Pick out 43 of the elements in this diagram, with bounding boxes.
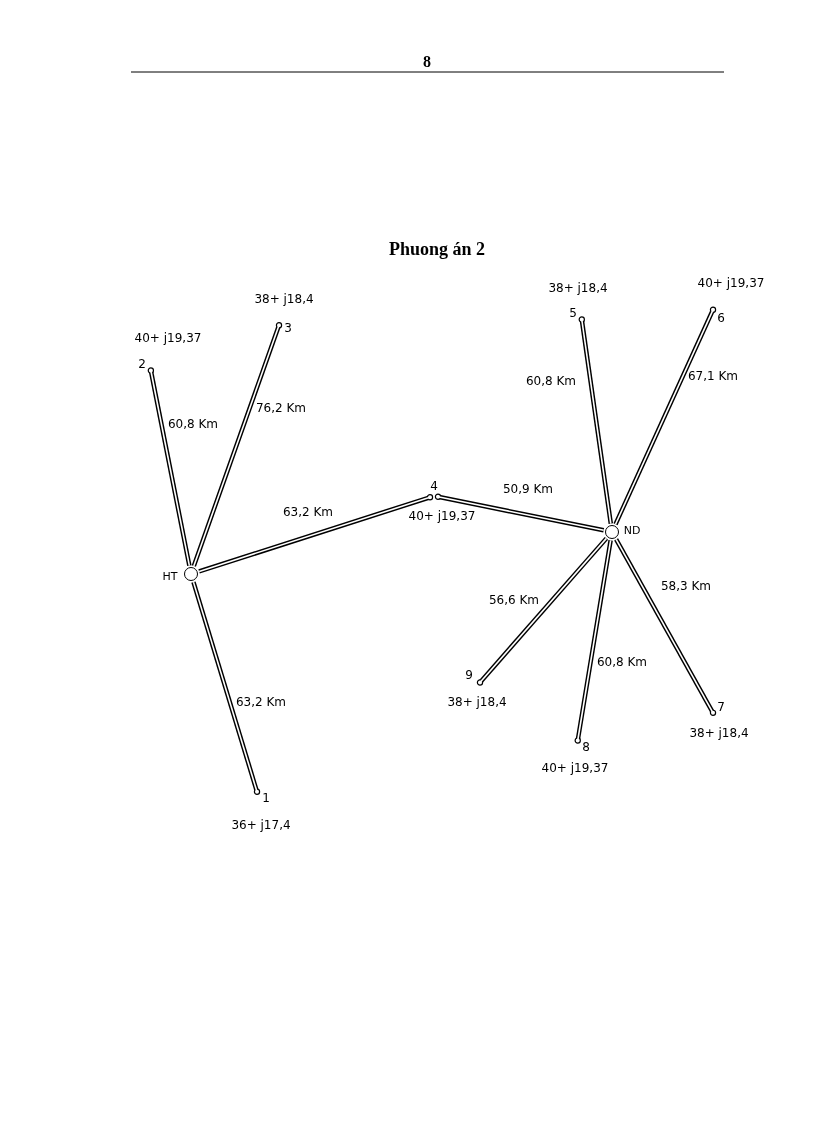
- node-number: 9: [465, 668, 480, 691]
- double-line: [191, 322, 283, 567]
- load-value: 38+ j18,4: [254, 292, 314, 306]
- node-number: 2: [138, 347, 151, 371]
- load-value: 40+ j19,37: [541, 761, 609, 775]
- double-line: [198, 494, 434, 574]
- load-value: 40+ j19,37: [697, 276, 765, 290]
- double-line: [434, 493, 605, 533]
- node-number: 6: [713, 297, 725, 325]
- load-value: 38+ j18,4: [447, 695, 507, 709]
- bus-circle: [605, 525, 619, 539]
- load-value: 36+ j17,4: [231, 818, 291, 832]
- node-number: 7: [713, 700, 725, 724]
- node-number: 1: [257, 791, 270, 809]
- edge-label: 60,8 Km: [596, 655, 648, 669]
- bus-circle: [184, 567, 198, 581]
- edge-label: 60,8 Km: [167, 417, 219, 431]
- node-number: 5: [569, 296, 583, 320]
- edge-label: 50,9 Km: [502, 482, 554, 496]
- double-line: [191, 581, 261, 795]
- edge-label: 67,1 Km: [687, 369, 739, 383]
- node-number: 3: [279, 310, 292, 335]
- edge-label: 60,8 Km: [525, 374, 577, 388]
- edge-label: 56,6 Km: [488, 593, 540, 607]
- load-value: 40+ j19,37: [134, 331, 202, 345]
- double-line: [613, 306, 717, 526]
- double-line: [578, 316, 614, 524]
- load-value: 38+ j18,4: [548, 281, 608, 295]
- double-line: [614, 538, 717, 717]
- edge-label: 58,3 Km: [660, 579, 712, 593]
- double-line: [476, 536, 609, 686]
- node-number: 4: [430, 479, 438, 500]
- double-line: [574, 540, 613, 744]
- double-line: [147, 367, 192, 567]
- load-value: 40+ j19,37: [408, 509, 476, 523]
- node-number: 8: [572, 740, 590, 755]
- edge-label: 63,2 Km: [282, 505, 334, 519]
- load-value: ND: [623, 524, 641, 538]
- load-value: HT: [162, 570, 178, 584]
- load-value: 38+ j18,4: [689, 726, 749, 740]
- page-number: 8: [423, 55, 431, 69]
- edge-label: 76,2 Km: [255, 401, 307, 415]
- edge-label: 63,2 Km: [235, 695, 287, 709]
